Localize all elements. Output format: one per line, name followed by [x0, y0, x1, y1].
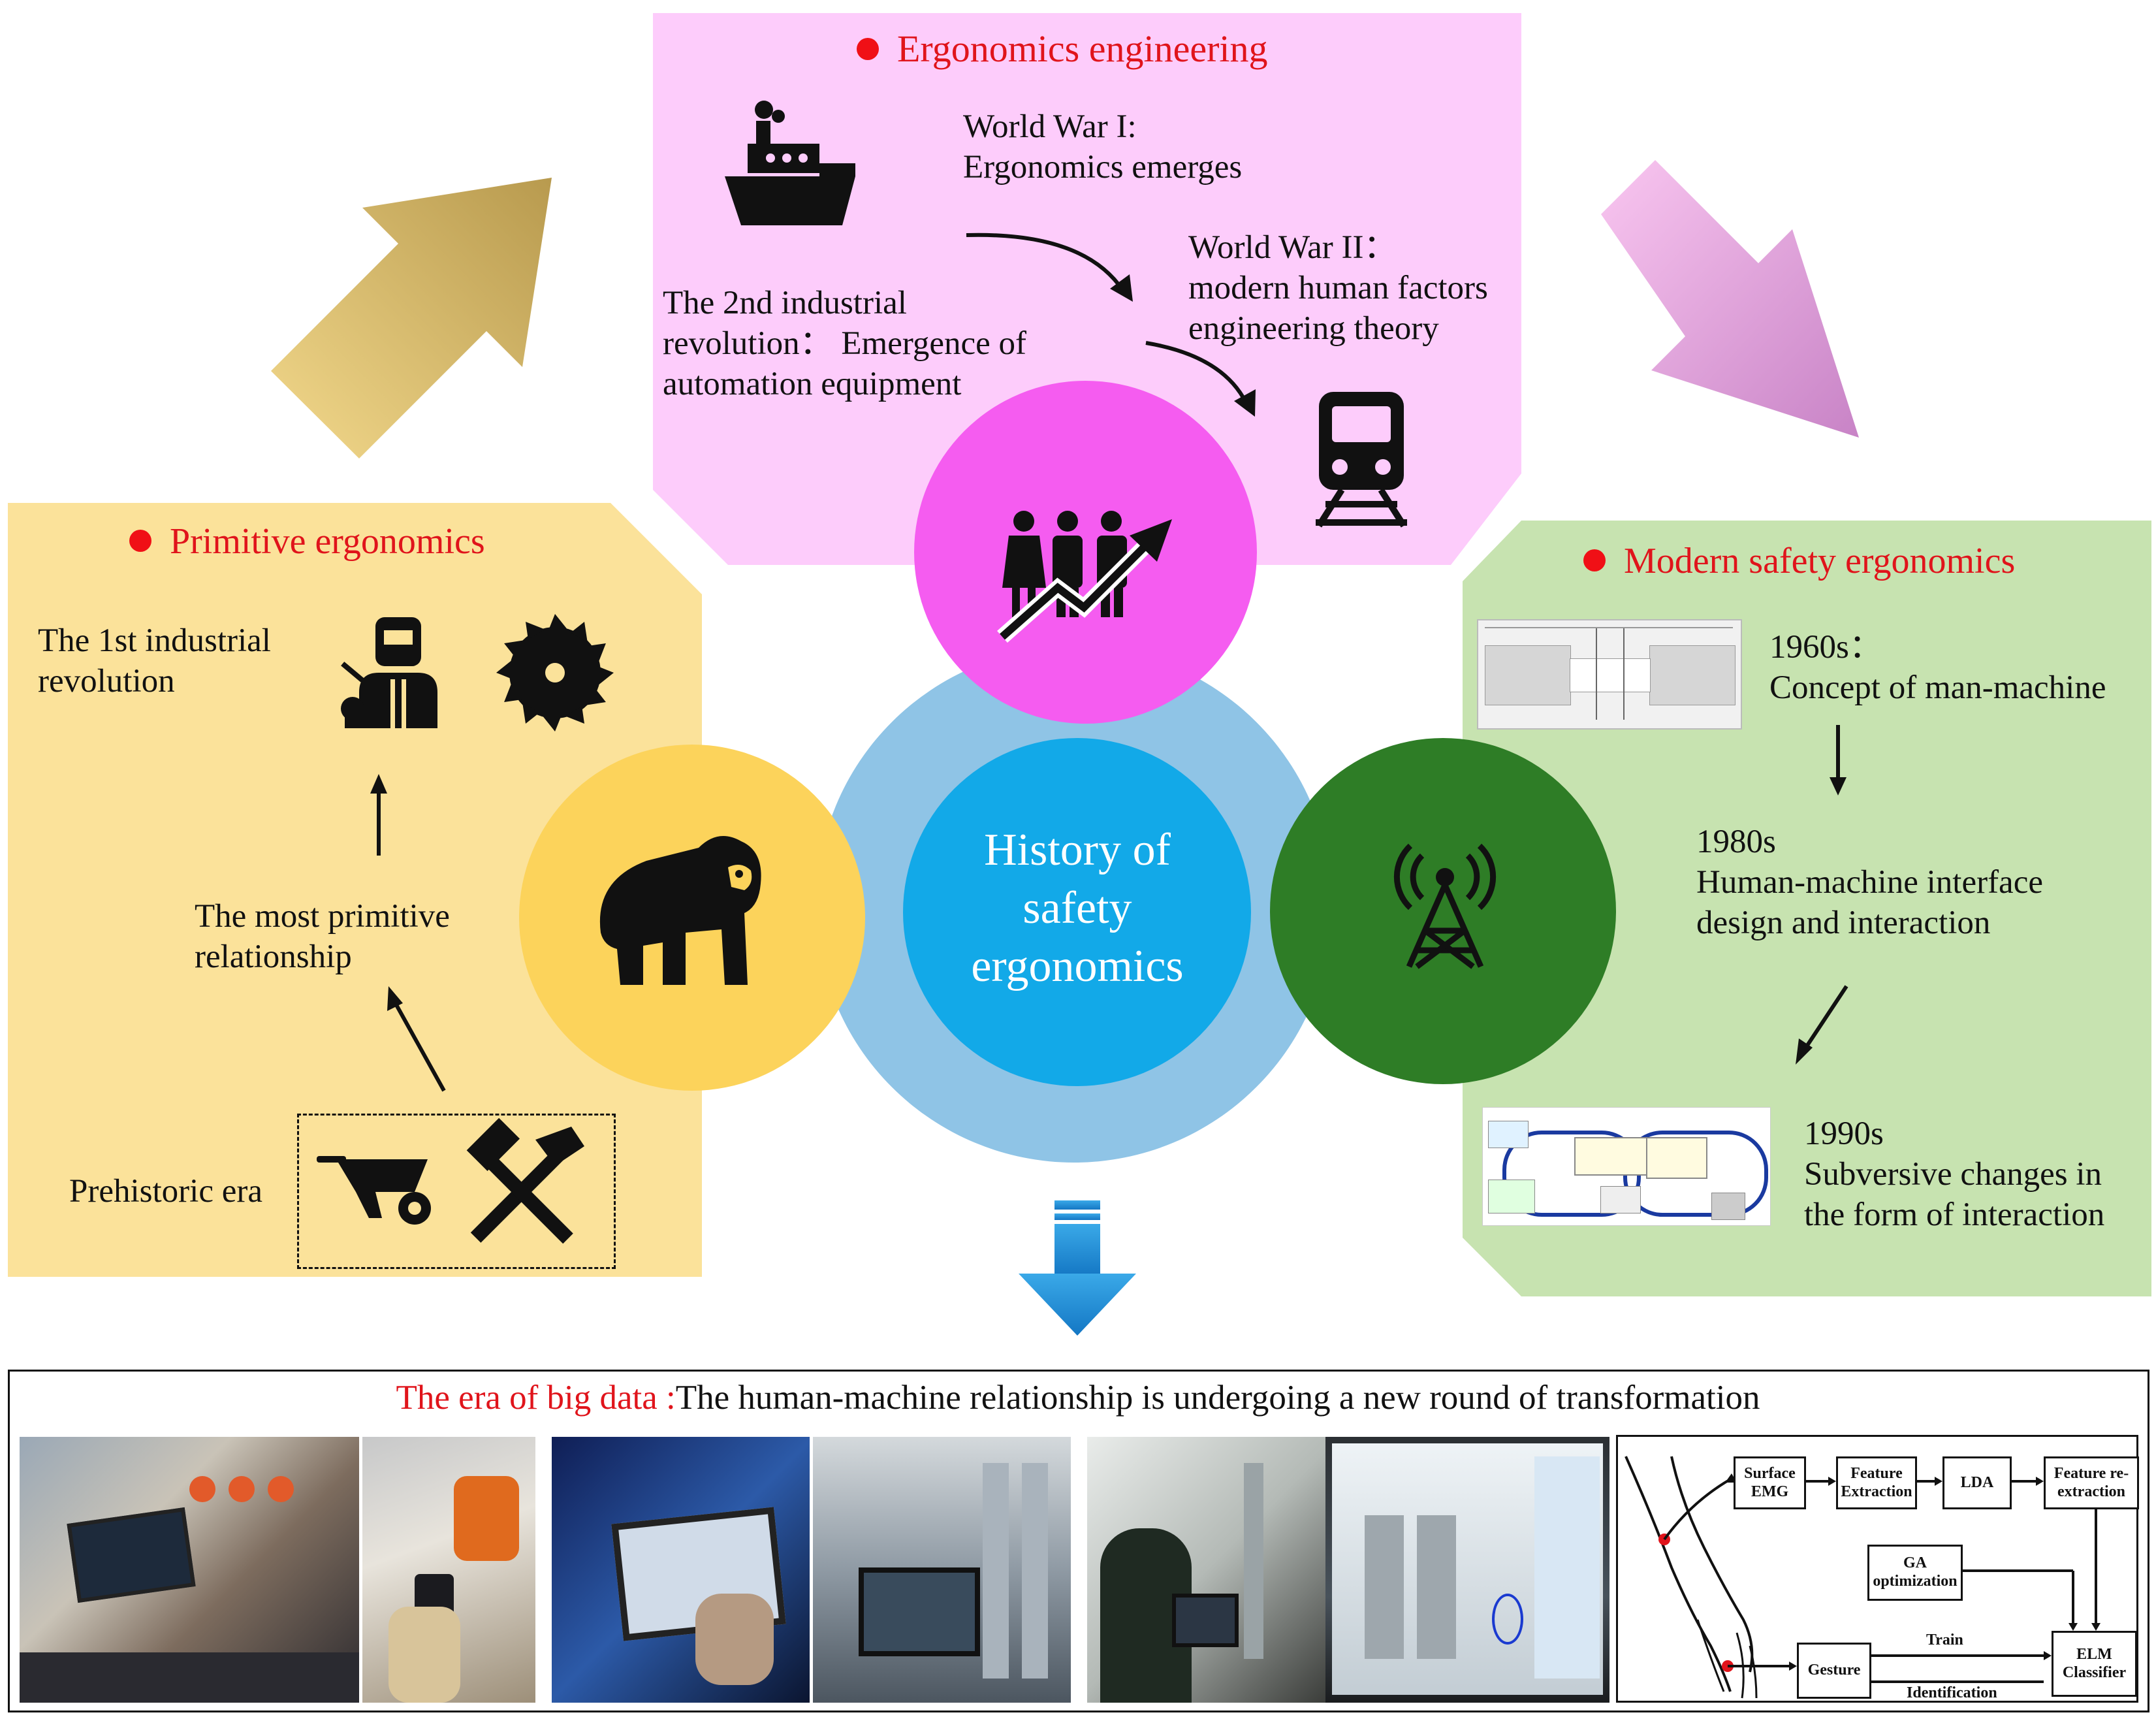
big-data-box [8, 1370, 2149, 1712]
green-circle [1270, 738, 1616, 1084]
prehistoric-label: Prehistoric era [69, 1173, 262, 1210]
primitive-heading: Primitive ergonomics [129, 519, 485, 564]
person-tablet-photo [1087, 1437, 1325, 1703]
wheelbarrow-icon [317, 1156, 431, 1225]
hammers-icon [466, 1117, 584, 1244]
welder-icon [341, 617, 437, 728]
feature-reextraction-box: Feature re-extraction [2044, 1456, 2139, 1509]
smart-factory-screen-photo [1325, 1437, 1609, 1703]
gorilla-icon [599, 836, 761, 985]
pink-arrow [1601, 160, 1859, 438]
lda-box: LDA [1942, 1456, 2012, 1509]
red-bullet [129, 530, 151, 553]
primitive-relationship-label: The most primitive relationship [195, 898, 450, 976]
interaction-flowchart-thumbnail [1482, 1107, 1771, 1226]
magenta-circle [914, 381, 1257, 724]
prehistoric-box [297, 1114, 616, 1269]
ww2-label: World War II： modern human factors engin… [1188, 229, 1488, 347]
ww1-label: World War I: Ergonomics emerges [963, 108, 1243, 186]
factory-tablet-photo-2 [813, 1437, 1071, 1703]
saw-blade-icon [496, 614, 614, 731]
s1990-label: 1990s Subversive changes in the form of … [1804, 1116, 2105, 1234]
center-title: History of safety ergonomics [971, 825, 1184, 991]
people-growth-icon [997, 511, 1172, 643]
inner-blue-circle [903, 738, 1251, 1086]
big-data-title: The era of big data :The human-machine r… [396, 1379, 1760, 1417]
ga-optimization-box: GA optimization [1867, 1545, 1963, 1601]
robot-phone-photo [362, 1437, 535, 1703]
ind2-to-train-arrow [1145, 341, 1249, 406]
s1960-label: 1960s： Concept of man-machine [1769, 629, 2106, 707]
ship-icon [725, 101, 855, 225]
ind1-label: The 1st industrial revolution [38, 622, 271, 700]
identification-label: Identification [1907, 1684, 1997, 1701]
man-machine-thumbnail [1477, 619, 1742, 730]
surface-emg-box: Surface EMG [1734, 1456, 1806, 1509]
elm-classifier-box: ELM Classifier [2052, 1631, 2137, 1697]
red-bullet [1583, 549, 1606, 572]
ind2-label: The 2nd industrial revolution： Emergence… [663, 285, 1027, 403]
modern-heading: Modern safety ergonomics [1583, 539, 2015, 583]
train-label: Train [1926, 1631, 1963, 1648]
feature-extraction-box: Feature Extraction [1836, 1456, 1917, 1509]
tablet-hand-photo [552, 1437, 810, 1703]
factory-tablet-photo-1 [20, 1437, 359, 1703]
gesture-box: Gesture [1797, 1643, 1871, 1699]
antenna-tower-icon [1393, 843, 1497, 969]
s1980-label: 1980s Human-machine interface design and… [1696, 824, 2043, 942]
train-icon [1316, 392, 1407, 528]
red-bullet [857, 37, 879, 60]
engineering-heading: Ergonomics engineering [857, 26, 1268, 72]
